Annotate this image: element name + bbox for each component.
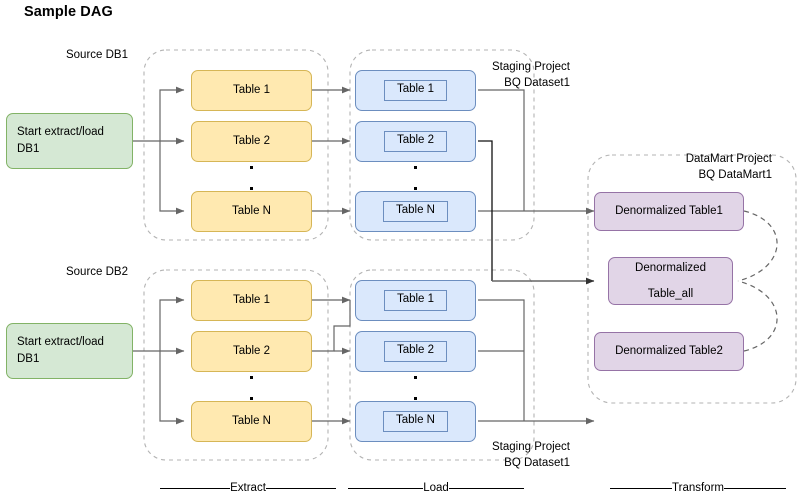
extract-db1-ellipsis	[249, 166, 254, 190]
denormalized-table1-label: Denormalized Table1	[615, 205, 723, 218]
extract-db2-table-2[interactable]: Table 2	[191, 331, 312, 372]
extract-db1-table-2-label: Table 2	[232, 135, 271, 148]
load-db2-table-1[interactable]: Table 1	[355, 280, 476, 321]
start-extract-load-db1-label: Start extract/load DB1	[17, 126, 104, 155]
phase-load-bar-right	[448, 487, 524, 489]
phase-transform: Transform	[610, 482, 787, 494]
load-db2-table-2[interactable]: Table 2	[355, 331, 476, 372]
extract-db1-table-1-label: Table 1	[232, 84, 271, 97]
phase-extract-bar-right	[265, 487, 337, 489]
source-db2-label: Source DB2	[65, 266, 128, 278]
phase-load-bar-left	[348, 487, 424, 489]
source-db1-label: Source DB1	[65, 49, 128, 61]
staging-project-label-top: Staging Project BQ Dataset1	[492, 61, 570, 89]
extract-db2-table-1[interactable]: Table 1	[191, 280, 312, 321]
extract-db1-table-n-label: Table N	[232, 205, 271, 218]
extract-db1-table-2[interactable]: Table 2	[191, 121, 312, 162]
load-db2-table-n[interactable]: Table N	[355, 401, 476, 442]
load-db1-table-2[interactable]: Table 2	[355, 121, 476, 162]
start-extract-load-db1[interactable]: Start extract/load DB1	[6, 113, 133, 169]
load-db1-table-1-label: Table 1	[383, 80, 448, 101]
load-db1-ellipsis	[413, 166, 418, 190]
denormalized-table-all-line1: Denormalized	[635, 261, 706, 274]
load-db1-table-n-label: Table N	[383, 201, 448, 222]
load-db2-ellipsis	[413, 376, 418, 400]
denormalized-table1[interactable]: Denormalized Table1	[594, 192, 744, 231]
denormalized-table2[interactable]: Denormalized Table2	[594, 332, 744, 371]
denormalized-table-all[interactable]: Denormalized Table_all	[608, 257, 733, 305]
load-db1-table-n[interactable]: Table N	[355, 191, 476, 232]
denormalized-table2-label: Denormalized Table2	[615, 345, 723, 358]
extract-db1-table-n[interactable]: Table N	[191, 191, 312, 232]
load-db2-table-1-label: Table 1	[383, 290, 448, 311]
datamart-project-label: DataMart Project BQ DataMart1	[685, 153, 772, 181]
load-db2-table-2-label: Table 2	[383, 341, 448, 362]
phase-extract: Extract	[160, 482, 337, 494]
extract-db1-table-1[interactable]: Table 1	[191, 70, 312, 111]
load-db2-table-n-label: Table N	[383, 411, 448, 432]
start-extract-load-db2-label: Start extract/load DB1	[17, 336, 104, 365]
phase-transform-bar-right	[724, 487, 787, 489]
phase-load-label: Load	[423, 482, 449, 494]
extract-db2-table-1-label: Table 1	[232, 294, 271, 307]
page-title: Sample DAG	[24, 4, 113, 20]
phase-transform-label: Transform	[672, 482, 724, 494]
load-db1-table-2-label: Table 2	[383, 131, 448, 152]
extract-db2-table-n[interactable]: Table N	[191, 401, 312, 442]
staging-project-label-bottom: Staging Project BQ Dataset1	[492, 441, 570, 469]
extract-db2-table-2-label: Table 2	[232, 345, 271, 358]
start-extract-load-db2[interactable]: Start extract/load DB1	[6, 323, 133, 379]
phase-extract-label: Extract	[230, 482, 266, 494]
phase-extract-bar-left	[160, 487, 231, 489]
phase-transform-bar-left	[610, 487, 673, 489]
denormalized-table-all-line2: Table_all	[647, 287, 694, 300]
phase-load: Load	[348, 482, 524, 494]
extract-db2-ellipsis	[249, 376, 254, 400]
load-db1-table-1[interactable]: Table 1	[355, 70, 476, 111]
extract-db2-table-n-label: Table N	[232, 415, 271, 428]
